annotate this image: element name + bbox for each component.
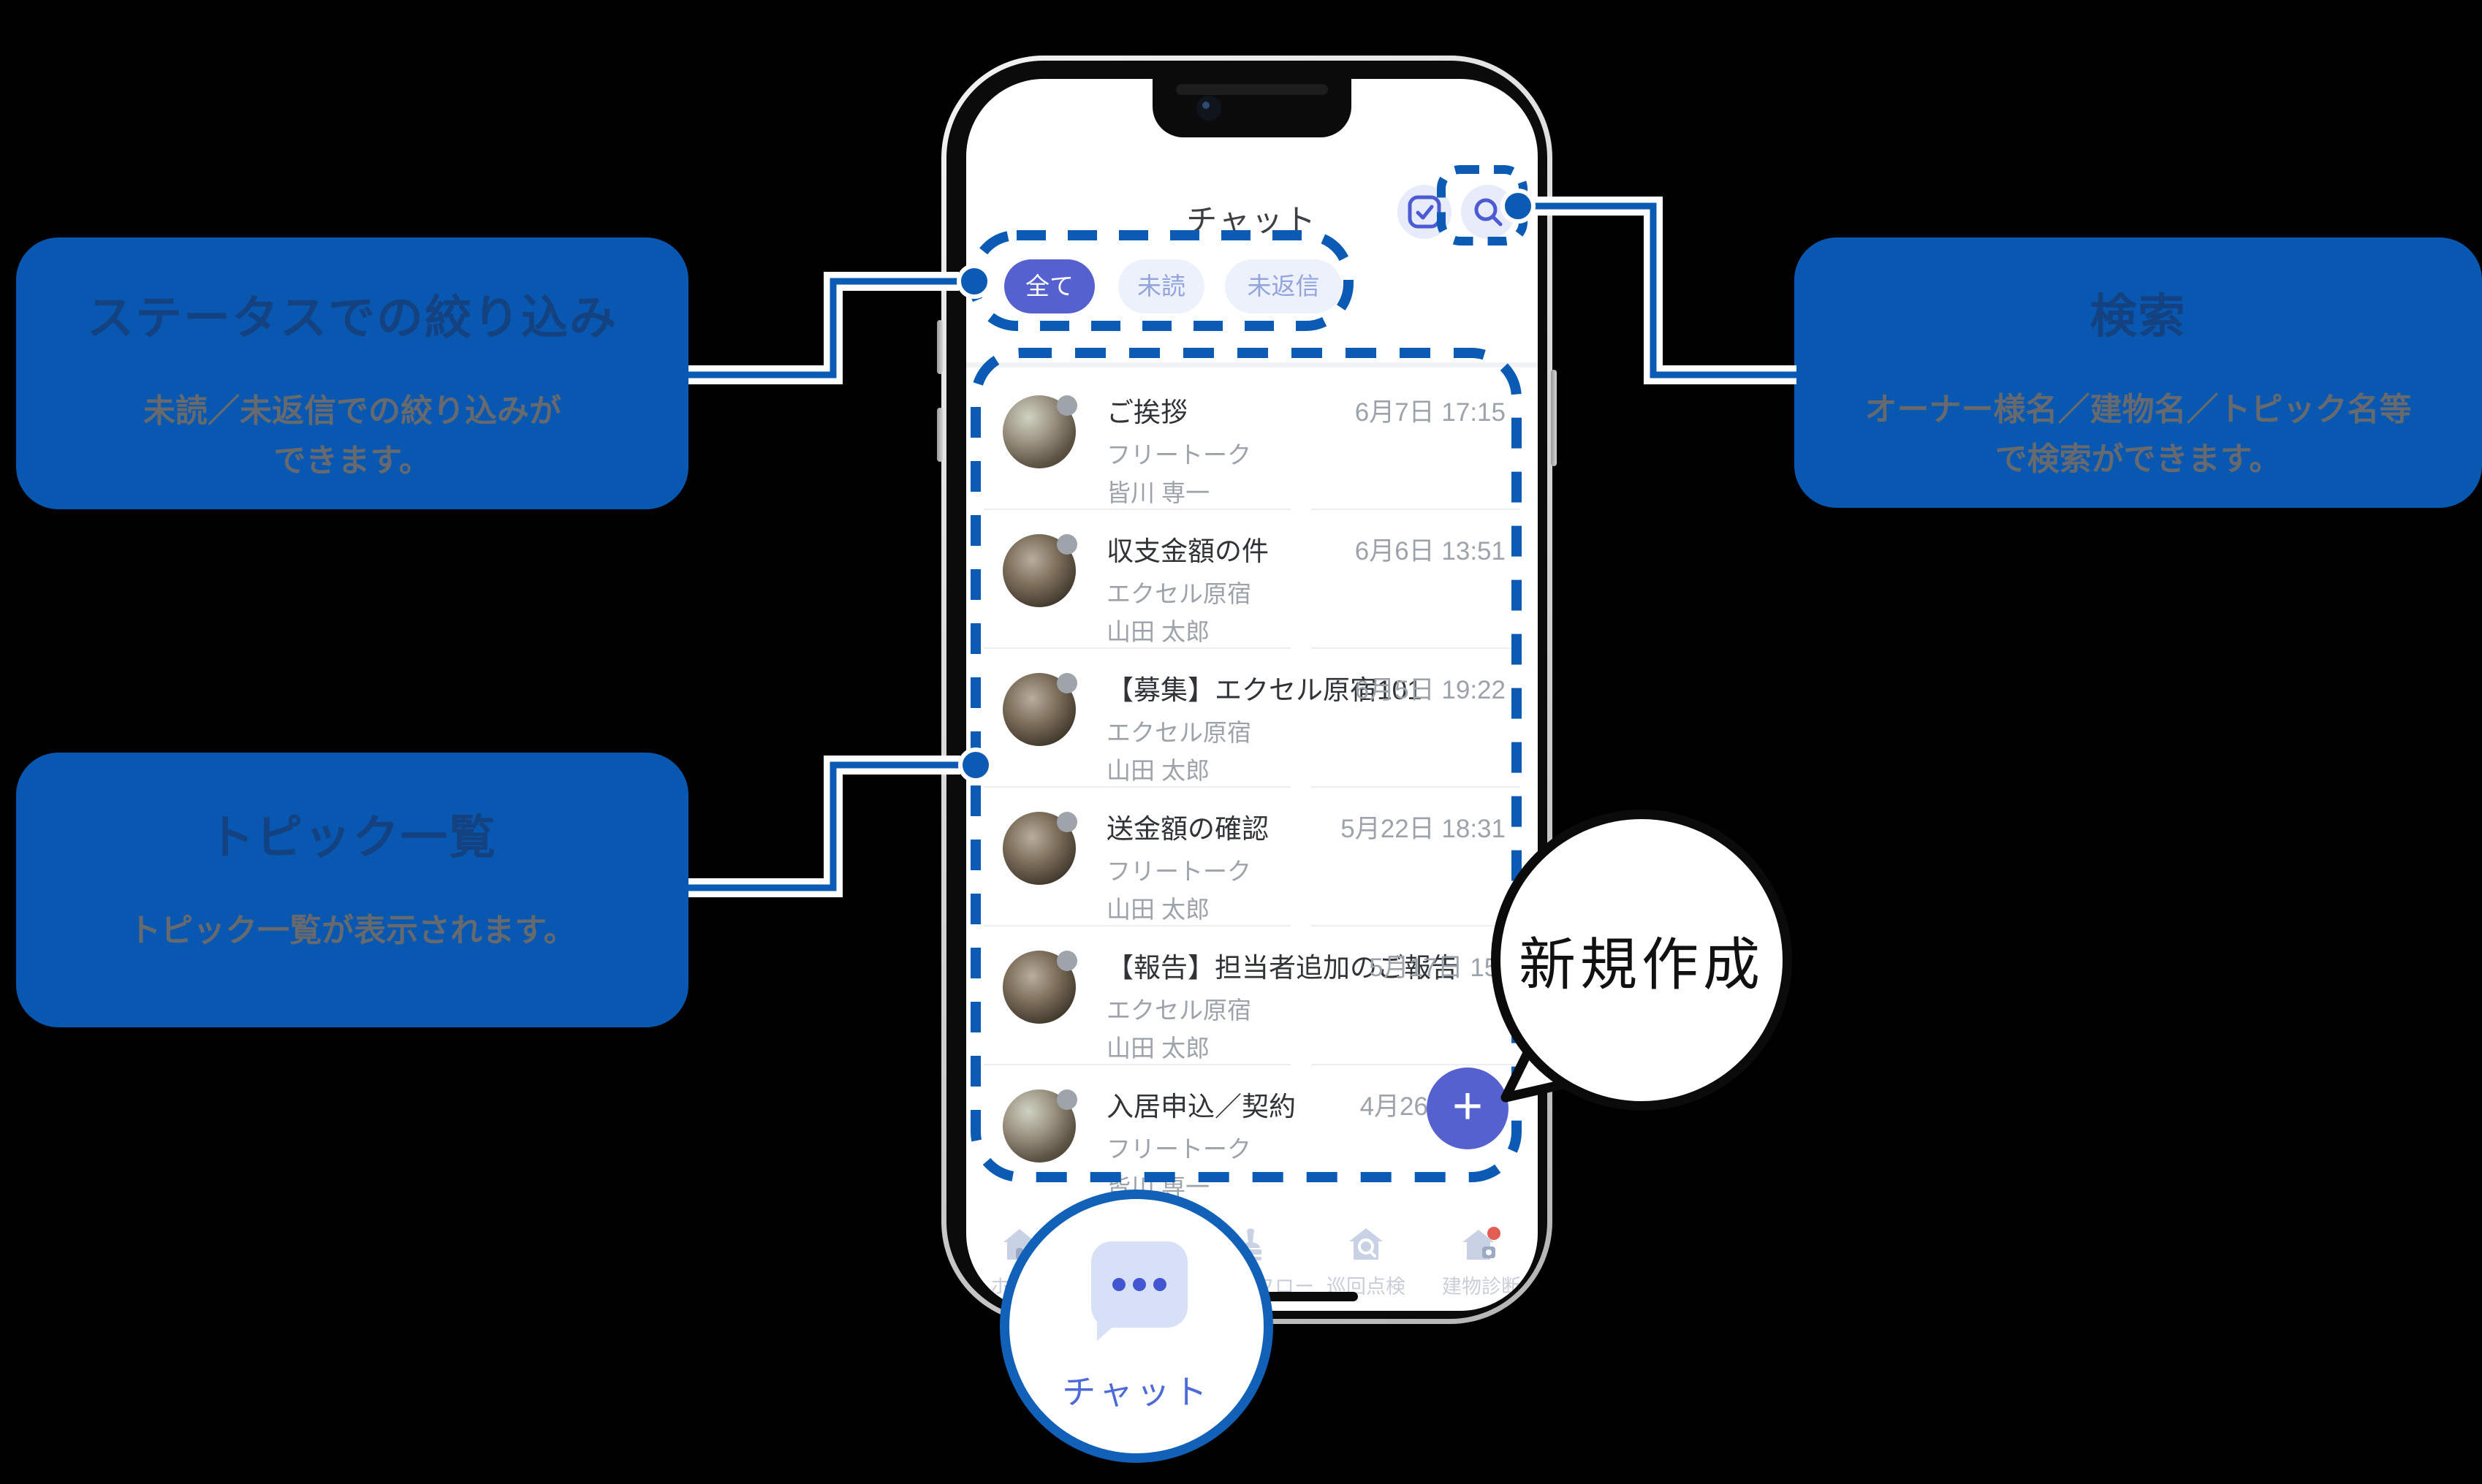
avatar [1003,1089,1077,1163]
front-camera [1196,96,1221,121]
presence-dot [1057,534,1077,555]
row-divider [984,647,1291,649]
notch [1153,79,1351,137]
callout-search: 検索 オーナー様名／建物名／トピック名等 で検索ができます。 [1794,237,2482,508]
typing-dots-icon [1091,1278,1188,1295]
callout-status-body: 未読／未返信での絞り込みが できます。 [143,393,561,479]
chat-list-item[interactable]: ご挨拶 フリートーク 皆川 専一 6月7日 17:15 [966,370,1538,509]
chat-group: フリートーク [1107,1135,1251,1163]
chat-group: エクセル原宿 [1107,997,1251,1024]
house-camera-icon [1462,1227,1500,1260]
select-topics-button[interactable] [1397,185,1451,239]
chat-bubble-icon [1091,1241,1188,1341]
callout-search-body: オーナー様名／建物名／トピック名等 で検索ができます。 [1864,392,2412,477]
list-top-divider [966,362,1538,368]
chat-list-item[interactable]: 送金額の確認 フリートーク 山田 太郎 5月22日 18:31 [966,786,1538,925]
chat-date: 6月5日 19:22 [1354,676,1506,704]
chat-title: 収支金額の件 [1107,536,1269,566]
filter-chip-all[interactable]: 全て [1004,259,1095,313]
house-search-icon [1349,1228,1383,1260]
notification-badge [1487,1227,1500,1240]
chat-list-item[interactable]: 【募集】エクセル原宿101 エクセル原宿 山田 太郎 6月5日 19:22 [966,647,1538,786]
chat-date: 6月6日 13:51 [1354,537,1506,566]
chat-group: フリートーク [1107,441,1251,468]
avatar [1003,673,1077,746]
chat-person: 皆川 専一 [1107,479,1210,506]
chat-date: 4月26 [1359,1092,1428,1121]
chat-group: エクセル原宿 [1107,580,1251,607]
power-button [1551,370,1557,466]
chat-person: 山田 太郎 [1107,1035,1210,1062]
chat-group: フリートーク [1107,858,1251,885]
chat-tab-highlight-circle: チャット [1000,1190,1273,1463]
avatar [1003,951,1077,1024]
callout-status-filter: ステータスでの絞り込み 未読／未返信での絞り込みが できます。 [16,237,688,509]
speaker-grille [1176,84,1328,95]
search-icon [1474,198,1503,227]
presence-dot [1057,395,1077,416]
row-divider [1311,1064,1520,1065]
nav-item-patrol[interactable]: 巡回点検 [1311,1225,1421,1299]
chat-date: 6月7日 17:15 [1354,398,1506,427]
chat-date: 5月17日 15: [1369,954,1506,982]
connector-casing [1532,197,1796,384]
volume-down-button [937,408,943,462]
chat-title: ご挨拶 [1107,397,1188,427]
chat-date: 5月22日 18:31 [1340,815,1506,843]
nav-item-diagnosis[interactable]: 建物診断 [1427,1225,1536,1299]
row-divider [1311,925,1520,926]
row-divider [1311,786,1520,788]
connector-casing [688,272,959,384]
filter-chip-unreplied[interactable]: 未返信 [1225,259,1342,313]
connector-topics [688,761,960,891]
connector-casing [688,756,960,897]
chat-person: 山田 太郎 [1107,757,1210,784]
callout-topics-title: トピック一覧 [208,811,497,864]
presence-dot [1057,951,1077,971]
chat-tab-label: チャット [1062,1373,1211,1411]
avatar [1003,395,1077,468]
row-divider [1311,647,1520,649]
presence-dot [1057,1089,1077,1110]
callout-status-title: ステータスでの絞り込み [87,292,618,344]
search-button[interactable] [1461,185,1515,239]
new-topic-bubble-label: 新規作成 [1518,932,1764,997]
filter-chip-unread[interactable]: 未読 [1118,259,1204,313]
callout-topics-body: トピック一覧が表示されます。 [129,913,576,948]
chat-title: 入居申込／契約 [1107,1092,1296,1122]
row-divider [984,509,1291,510]
row-divider [984,925,1291,926]
chat-person: 山田 太郎 [1107,618,1210,645]
avatar [1003,534,1077,607]
chat-person: 山田 太郎 [1107,896,1210,923]
chat-group: エクセル原宿 [1107,719,1251,746]
volume-up-button [937,320,943,374]
presence-dot [1057,812,1077,832]
new-topic-bubble: 新規作成 [1491,810,1792,1111]
connector-status [688,278,959,378]
nav-label: 建物診断 [1442,1276,1521,1298]
chat-list-item[interactable]: 収支金額の件 エクセル原宿 山田 太郎 6月6日 13:51 [966,509,1538,647]
callout-topic-list: トピック一覧 トピック一覧が表示されます。 [16,753,688,1027]
row-divider [1311,509,1520,510]
row-divider [984,1064,1291,1065]
connector-search [1532,202,1796,378]
chat-list-item[interactable]: 【報告】担当者追加のご報告 エクセル原宿 山田 太郎 5月17日 15: [966,925,1538,1064]
avatar [1003,812,1077,885]
checkbox-icon [1408,195,1441,229]
callout-search-title: 検索 [2090,290,2187,343]
chat-title: 送金額の確認 [1107,814,1269,844]
row-divider [984,786,1291,788]
page-title: チャット [1186,203,1318,237]
new-topic-fab[interactable]: + [1427,1068,1508,1149]
presence-dot [1057,673,1077,693]
